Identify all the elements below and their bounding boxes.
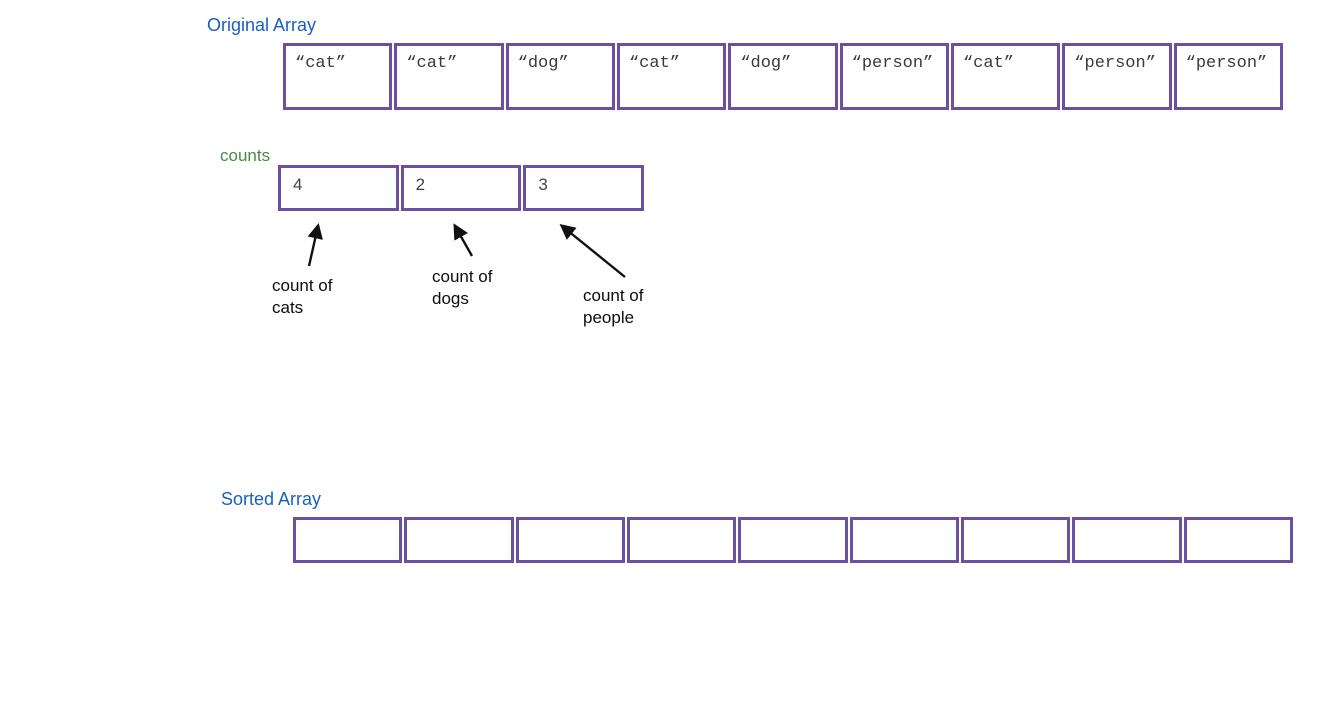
counts-array: 4 2 3 [278,165,645,211]
sorted-array-cell [1072,517,1182,563]
cell-value: “dog” [517,54,569,73]
annotation-line: people [583,308,635,327]
arrow-count-of-dogs [453,223,474,257]
cell-value: “dog” [740,54,792,73]
cell-value: “cat” [406,54,458,73]
cell-value: “person” [1185,54,1268,73]
sorted-array-cell [1183,517,1293,563]
cell-value [853,520,956,528]
cell-value: “person” [851,54,934,73]
original-array-cell: “person” [1173,43,1283,110]
counts-cell: 2 [400,165,522,211]
sorted-array-cell [515,517,625,563]
annotation-line: count of [432,267,493,286]
cell-value [1187,520,1290,528]
cell-value [407,520,510,528]
original-array-cell: “cat” [950,43,1061,110]
annotation-count-of-people: count of people [583,285,644,329]
counts-label: counts [220,146,271,165]
annotation-line: count of [272,276,333,295]
original-array-label: Original Array [207,15,317,35]
cell-value [296,520,399,528]
cell-value: “person” [1074,54,1156,73]
arrow-count-of-people [559,224,626,278]
original-array-cell: “cat” [283,43,393,110]
original-array-cell: “dog” [728,43,838,110]
sorted-array-cell [293,517,403,563]
cell-value [519,520,622,528]
sorted-array [293,517,1293,563]
sorted-array-cell [849,517,959,563]
counts-cell: 3 [523,165,645,211]
count-value: 3 [538,175,548,194]
original-array-cell: “person” [839,43,949,110]
sorted-array-cell [738,517,848,563]
cell-value: “cat” [962,54,1014,73]
count-value: 2 [415,175,426,194]
sorted-array-cell [960,517,1071,563]
sorted-array-label: Sorted Array [221,489,322,509]
annotation-count-of-cats: count of cats [272,275,333,319]
count-value: 4 [293,175,303,194]
annotation-line: cats [272,298,304,317]
original-array-cell: “cat” [394,43,504,110]
original-array-cell: “person” [1062,43,1172,110]
cell-value [964,520,1067,528]
cell-value: “cat” [628,54,680,73]
annotation-line: dogs [432,289,469,308]
original-array-cell: “dog” [505,43,615,110]
original-array: “cat” “cat” “dog” “cat” “dog” “person” “… [283,43,1283,110]
cell-value [1075,520,1178,528]
annotation-count-of-dogs: count of dogs [432,266,493,310]
cell-value [741,520,844,528]
original-array-cell: “cat” [616,43,727,110]
cell-value: “cat” [295,54,347,73]
counts-cell: 4 [278,165,399,211]
arrow-count-of-cats [307,222,323,267]
sorted-array-cell [626,517,737,563]
sorted-array-cell [404,517,514,563]
cell-value [630,520,733,528]
annotation-line: count of [583,286,644,305]
